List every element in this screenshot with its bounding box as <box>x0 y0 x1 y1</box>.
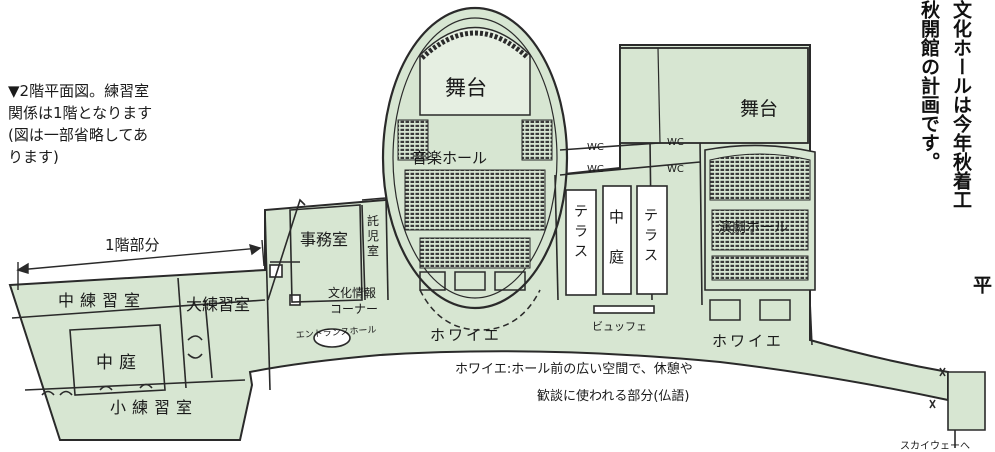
vertical-text-col-2: 文化ホールは今年秋着工 <box>950 0 972 209</box>
wc-label-4: WC <box>667 164 684 175</box>
caption-line-4: ります) <box>8 148 59 166</box>
foyer-note-line-1: ホワイエ:ホール前の広い空間で、休憩や <box>455 361 693 377</box>
childcare-char-1: 託 <box>367 213 379 228</box>
right-foyer-label: ホワイエ <box>712 332 784 350</box>
center-courtyard-label-1: 中 <box>609 208 624 226</box>
drama-stage-label: 舞台 <box>740 98 778 120</box>
buffet-label: ビュッフェ <box>592 320 647 333</box>
vertical-text-col-3: 平 <box>970 275 992 294</box>
floor1-part-label: 1階部分 <box>105 236 160 254</box>
skyway-label: スカイウェーへ <box>900 440 970 452</box>
left-terrace-label: テ ラ ス <box>574 204 592 260</box>
culture-info-label-1: 文化情報 <box>328 285 376 300</box>
right-terrace-char-2: ラ <box>644 228 658 244</box>
large-practice-room-label: 大練習室 <box>186 295 250 314</box>
medium-practice-room-label: 中練習室 <box>58 291 146 310</box>
caption-line-3: (図は一部省略してあ <box>8 126 148 144</box>
music-stage-label: 舞台 <box>445 76 487 100</box>
childcare-char-3: 室 <box>367 243 379 258</box>
floor1-dimension <box>16 239 265 290</box>
left-terrace-char-3: ス <box>574 244 588 260</box>
wc-label-2: WC <box>667 137 684 148</box>
drama-hall <box>619 47 816 346</box>
small-practice-room-label: 小練習室 <box>110 398 198 417</box>
wc-label-3: WC <box>587 164 604 175</box>
left-terrace-char-1: テ <box>574 204 588 220</box>
office-label: 事務室 <box>300 230 348 249</box>
music-hall <box>381 6 569 331</box>
vertical-text-col-1: 秋開館の計画です。 <box>918 0 940 171</box>
childcare-room-label: 託 児 室 <box>367 213 383 258</box>
skyway <box>929 367 986 448</box>
culture-info-label-2: コーナー <box>330 302 378 316</box>
left-foyer-label: ホワイエ <box>430 326 502 344</box>
left-terrace-char-2: ラ <box>574 224 588 240</box>
central-zone <box>554 139 703 314</box>
office-zone <box>264 197 389 391</box>
left-courtyard-label: 中庭 <box>96 353 142 373</box>
childcare-char-2: 児 <box>367 229 379 243</box>
foyer-note-line-2: 歓談に使われる部分(仏語) <box>537 388 690 404</box>
music-hall-label: 音楽ホール <box>412 149 487 167</box>
plan-caption: ▼2階平面図。練習室 関係は1階となります (図は一部省略してあ ります) <box>8 80 248 168</box>
caption-line-1: ▼2階平面図。練習室 <box>8 82 150 100</box>
drama-hall-label: 演劇ホール <box>718 220 788 236</box>
right-terrace-char-3: ス <box>644 248 658 264</box>
caption-line-2: 関係は1階となります <box>8 104 153 122</box>
right-terrace-char-1: テ <box>644 208 658 224</box>
center-courtyard-label-2: 庭 <box>609 248 624 266</box>
wc-label-1: WC <box>587 142 604 153</box>
right-terrace-label: テ ラ ス <box>644 208 662 264</box>
